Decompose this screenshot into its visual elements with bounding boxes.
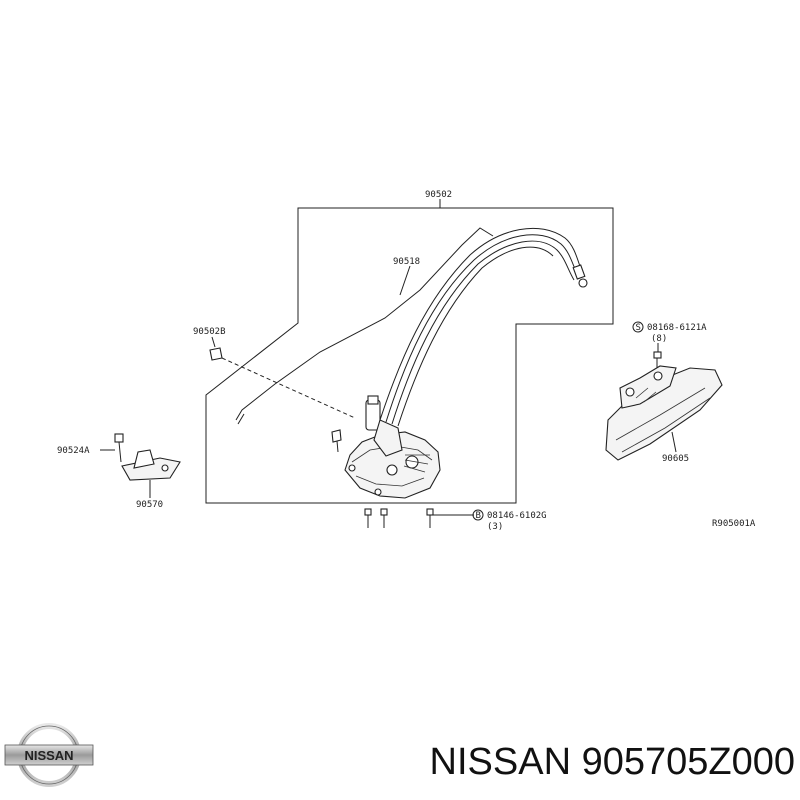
nissan-logo: NISSAN — [3, 722, 95, 788]
svg-text:S: S — [636, 323, 641, 333]
label-90502: 90502 — [425, 190, 452, 200]
door-lock-actuator — [344, 395, 441, 499]
lock-screws — [364, 508, 474, 528]
drawing-reference: R905001A — [712, 519, 756, 529]
label-90502B: 90502B — [193, 327, 226, 337]
label-90524A: 90524A — [57, 446, 90, 456]
svg-text:NISSAN: NISSAN — [24, 748, 73, 763]
rod-90518 — [235, 227, 494, 421]
callout-b-symbol — [472, 509, 484, 521]
bolt-90524A — [114, 433, 124, 463]
label-90605: 90605 — [662, 454, 689, 464]
label-90570: 90570 — [136, 500, 163, 510]
label-qty-8: (8) — [651, 334, 667, 344]
svg-text:B: B — [476, 511, 481, 521]
door-handle-90605 — [605, 365, 723, 461]
striker-90570 — [121, 449, 181, 481]
clip-90502B — [209, 347, 223, 361]
cable-bundle — [379, 227, 583, 421]
label-08168-6121A: 08168-6121A — [647, 323, 707, 333]
assembly-frame — [205, 207, 614, 504]
part-number-caption: NISSAN 905705Z000 — [429, 741, 795, 783]
label-qty-3: (3) — [487, 522, 503, 532]
label-90518: 90518 — [393, 257, 420, 267]
callout-s-symbol — [632, 321, 644, 333]
label-08146-6102G: 08146-6102G — [487, 511, 547, 521]
